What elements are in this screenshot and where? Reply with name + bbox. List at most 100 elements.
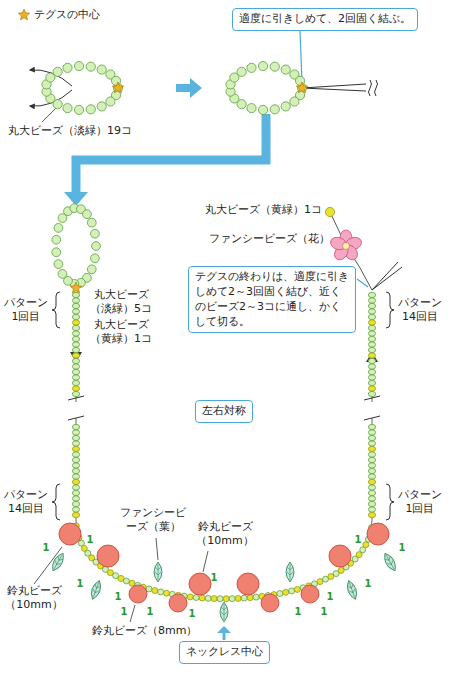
- center-star: [296, 82, 307, 93]
- round-bead: [261, 594, 279, 612]
- bead: [193, 595, 199, 601]
- part-label: 丸大ビーズ（黄緑）1コ: [205, 203, 322, 217]
- bead: [368, 479, 375, 484]
- bead: [63, 104, 72, 113]
- bead: [72, 358, 79, 363]
- note-box: テグスの終わりは、適度に引きしめて2～3回固く結び、近くのビーズ2～3コに通し、…: [188, 266, 356, 333]
- break-mark: [369, 80, 378, 96]
- bead: [368, 336, 375, 341]
- bead: [164, 590, 170, 596]
- pattern-bracket: [386, 292, 394, 328]
- bead: [368, 298, 375, 303]
- leaf-rib: [383, 554, 396, 571]
- bead: [74, 105, 83, 114]
- bead: [368, 430, 375, 435]
- bead: [72, 490, 79, 495]
- bead: [72, 501, 79, 506]
- bead: [72, 314, 79, 319]
- bead: [86, 105, 95, 114]
- bead: [290, 97, 299, 106]
- bead: [72, 512, 79, 517]
- count-number: 1: [77, 579, 84, 589]
- part-label: ファンシービーズ（葉）: [118, 506, 188, 535]
- bead: [258, 61, 267, 70]
- bead: [247, 595, 253, 601]
- bead: [72, 342, 79, 347]
- bead: [325, 207, 334, 216]
- bead: [72, 292, 79, 297]
- bead: [368, 292, 375, 297]
- bead: [72, 364, 79, 369]
- bead: [54, 224, 63, 233]
- bead: [368, 353, 375, 358]
- bead: [258, 105, 267, 114]
- bead: [277, 591, 283, 597]
- round-bead: [97, 545, 119, 567]
- bead: [74, 61, 83, 70]
- bead: [72, 441, 79, 446]
- count-number: 1: [327, 592, 334, 602]
- bead: [72, 331, 79, 336]
- bead: [368, 391, 375, 396]
- leaf-shape: [89, 579, 103, 601]
- bead: [294, 586, 300, 592]
- bead: [72, 303, 79, 308]
- center-box: ネックレス中心: [179, 641, 270, 664]
- bead: [281, 102, 290, 111]
- leaf-shape: [345, 579, 359, 601]
- bead: [368, 490, 375, 495]
- bead: [368, 364, 375, 369]
- bead: [368, 424, 375, 429]
- bead: [205, 595, 211, 601]
- round-bead: [59, 523, 81, 545]
- count-number: 1: [321, 607, 328, 617]
- bead: [368, 452, 375, 457]
- bead: [368, 369, 375, 374]
- pattern-bracket: [52, 292, 60, 328]
- bead: [87, 218, 96, 227]
- bead: [295, 76, 304, 85]
- bead: [72, 457, 79, 462]
- pattern-label: パターン 14回目: [2, 488, 50, 517]
- note-text: ネックレス中心: [186, 645, 263, 660]
- bead: [235, 595, 241, 601]
- bead: [247, 63, 256, 72]
- bead: [247, 104, 256, 113]
- bead: [368, 474, 375, 479]
- bead: [91, 254, 100, 263]
- bead: [368, 342, 375, 347]
- bead: [72, 474, 79, 479]
- bead: [52, 248, 61, 257]
- bead: [211, 596, 217, 602]
- round-bead: [189, 573, 211, 595]
- bead: [54, 260, 63, 269]
- leaf-bead: [382, 551, 399, 572]
- bead: [270, 105, 279, 114]
- bead: [58, 270, 67, 279]
- bead: [72, 430, 79, 435]
- count-number: 1: [43, 543, 50, 553]
- bead: [72, 424, 79, 429]
- part-label: 丸大ビーズ（淡緑）19コ: [8, 124, 132, 138]
- bead: [72, 386, 79, 391]
- count-number: 1: [365, 579, 372, 589]
- leaf-rib: [346, 581, 357, 598]
- leaf-rib: [155, 564, 161, 580]
- count-number: 1: [399, 543, 406, 553]
- part-label: 鈴丸ビーズ（8mm）: [92, 624, 197, 638]
- bead: [368, 347, 375, 352]
- bead: [123, 578, 129, 584]
- bead: [270, 62, 279, 71]
- bead: [72, 507, 79, 512]
- count-number: 1: [295, 607, 302, 617]
- center-star: [18, 9, 29, 20]
- bead: [53, 67, 62, 76]
- bead: [368, 485, 375, 490]
- pattern-bracket: [52, 484, 60, 520]
- thread-end: [302, 84, 366, 88]
- bead: [241, 595, 247, 601]
- bead: [72, 485, 79, 490]
- note-box: 適度に引きしめて、2回固く結ぶ。: [232, 8, 418, 31]
- bead: [72, 353, 79, 358]
